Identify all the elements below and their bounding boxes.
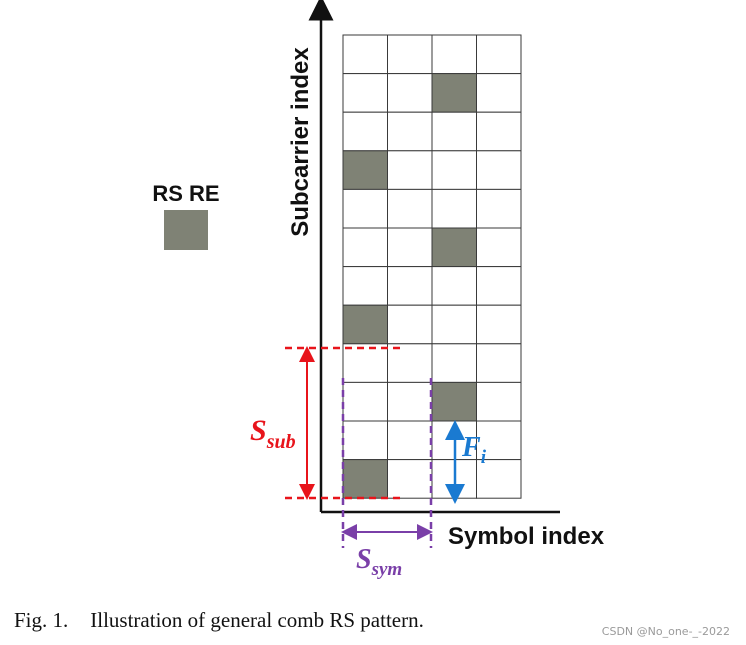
grid-cell <box>476 73 522 113</box>
grid-cell <box>387 34 433 75</box>
grid-cell <box>431 304 477 345</box>
s-sym-label: Ssym <box>356 544 402 580</box>
grid-cell <box>387 266 433 306</box>
grid-cell <box>387 381 433 422</box>
rs-re-cell <box>342 459 388 499</box>
grid-cell <box>387 304 433 345</box>
grid-cell <box>387 420 433 461</box>
grid-cell <box>476 266 522 306</box>
grid-cell <box>387 111 433 152</box>
grid-cell <box>476 343 522 383</box>
s-sub-label: Ssub <box>250 414 296 453</box>
resource-grid <box>342 34 522 499</box>
rs-re-cell <box>431 381 477 422</box>
grid-cell <box>476 188 522 229</box>
grid-cell <box>342 227 388 268</box>
grid-cell <box>476 459 522 499</box>
rs-re-cell <box>431 73 477 113</box>
legend-label: RS RE <box>152 181 219 206</box>
caption-fig-number: Fig. 1. <box>14 608 69 632</box>
grid-cell <box>476 227 522 268</box>
caption-text: Illustration of general comb RS pattern. <box>90 608 424 632</box>
grid-cell <box>431 343 477 383</box>
grid-cell <box>342 111 388 152</box>
grid-cell <box>342 381 388 422</box>
grid-cell <box>476 304 522 345</box>
grid-cell <box>342 420 388 461</box>
grid-cell <box>387 73 433 113</box>
legend-swatch <box>164 210 208 250</box>
rs-re-cell <box>342 304 388 345</box>
grid-cell <box>476 381 522 422</box>
grid-cell <box>431 266 477 306</box>
grid-cell <box>342 73 388 113</box>
grid-cell <box>476 111 522 152</box>
grid-cell <box>476 420 522 461</box>
y-axis-label: Subcarrier index <box>287 47 314 237</box>
grid-cell <box>387 150 433 190</box>
grid-cell <box>342 188 388 229</box>
x-axis-label: Symbol index <box>448 523 605 550</box>
grid-cell <box>431 150 477 190</box>
grid-cell <box>342 34 388 75</box>
grid-cell <box>431 111 477 152</box>
figure-caption: Fig. 1. Illustration of general comb RS p… <box>14 608 424 633</box>
grid-cell <box>431 188 477 229</box>
rs-re-cell <box>431 227 477 268</box>
grid-cell <box>342 343 388 383</box>
f-i-label: Fi <box>461 432 487 468</box>
grid-cell <box>387 343 433 383</box>
grid-cell <box>387 459 433 499</box>
grid-cell <box>431 34 477 75</box>
grid-cell <box>387 227 433 268</box>
grid-cell <box>476 34 522 75</box>
grid-cell <box>342 266 388 306</box>
rs-re-cell <box>342 150 388 190</box>
grid-cell <box>476 150 522 190</box>
watermark: CSDN @No_one-_-2022 <box>601 625 730 638</box>
grid-cell <box>387 188 433 229</box>
